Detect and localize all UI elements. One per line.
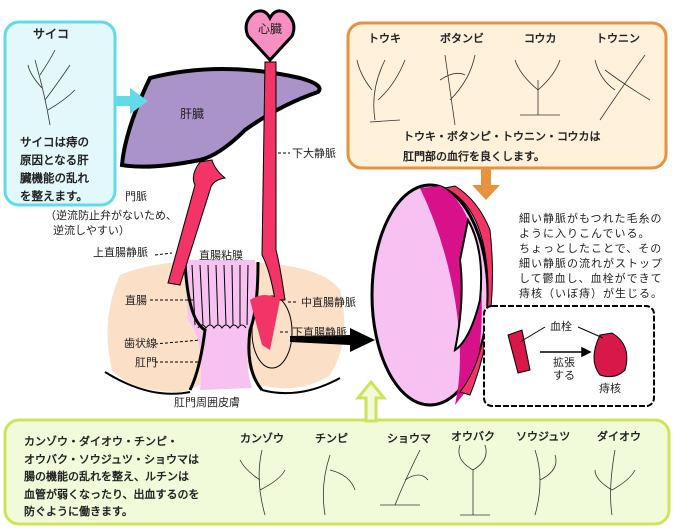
bottom-herbs-caption: カンゾウ・ダイオウ・チンピ・ オウバク・ソウジュツ・ショウマは 腸の機能の乱れを… xyxy=(24,433,200,521)
explain-line: 痔核（いぼ痔）が生じる。 xyxy=(519,287,663,300)
explain-line: ちょっとしたことで、その xyxy=(519,242,663,255)
label-superior-rectal-vein: 上直腸静脈 xyxy=(93,246,148,259)
caption-line: カンゾウ・ダイオウ・チンピ・ xyxy=(24,435,178,448)
caption-line: オウバク・ソウジュツ・ショウマは xyxy=(24,452,200,466)
label-liver: 肝臓 xyxy=(180,107,205,121)
saiko-line: 臓機能の乱れ xyxy=(20,171,89,185)
black-arrow xyxy=(290,328,375,352)
label-thrombus: 血栓 xyxy=(550,320,572,333)
caption-line: 腸の機能の乱れを整え、ルチンは xyxy=(24,470,189,483)
label-inferior-rectal-vein: 下直腸静脈 xyxy=(292,326,347,339)
saiko-box xyxy=(3,20,117,207)
caption-line: 防ぐように働きます。 xyxy=(24,505,133,518)
label-expand-1: 拡張 xyxy=(553,356,575,369)
liver xyxy=(119,67,322,169)
explain-line: 細い静脈がもつれた毛糸の xyxy=(519,212,663,225)
herb-name-touki: トウキ xyxy=(368,32,401,45)
caption-line: 血管が弱くなったり、出血するのを xyxy=(24,487,200,501)
explain-line: して鬱血し、血栓ができて xyxy=(519,272,663,285)
thrombus-vein xyxy=(507,329,531,374)
heart xyxy=(244,9,296,63)
vein-explanation: 細い静脈がもつれた毛糸の ように入りこんでいる。 ちょっとしたことで、その 細い… xyxy=(519,211,663,301)
label-portal-note-2: 逆流しやすい） xyxy=(53,224,130,237)
herb-name-soujutsu: ソウジュツ xyxy=(516,430,571,443)
herb-name-kouka: コウカ xyxy=(524,32,557,45)
herb-name-oubaku: オウバク xyxy=(451,430,495,443)
label-perianal-skin: 肛門周囲皮膚 xyxy=(174,396,240,409)
herb-name-shouma: ショウマ xyxy=(387,432,431,445)
label-portal-note-1: （逆流防止弁がないため、 xyxy=(45,209,177,222)
caption-line: トウキ・ボタンピ・トウニン・コウカは xyxy=(403,130,601,143)
label-heart: 心臓 xyxy=(258,22,283,36)
saiko-line: 原因となる肝 xyxy=(20,153,89,167)
saiko-line: サイコは痔の xyxy=(20,135,89,149)
herb-name-tounin: トウニン xyxy=(596,32,640,45)
label-anus: 肛門 xyxy=(135,356,157,369)
explain-line: 細い静脈の流れがストップ xyxy=(519,257,663,270)
herb-name-botanpi: ボタンビ xyxy=(440,32,484,45)
saiko-title: サイコ xyxy=(33,27,70,41)
label-portal-vein: 門脈 xyxy=(125,190,147,203)
inferior-vena-cava xyxy=(261,61,286,301)
saiko-line: を整えます。 xyxy=(20,189,88,203)
orange-arrow xyxy=(472,168,500,200)
caption-line: 肛門部の血行を良くします。 xyxy=(403,150,545,163)
herb-name-daiou: ダイオウ xyxy=(597,430,641,443)
label-rectal-mucosa: 直腸粘膜 xyxy=(199,249,243,262)
hemorrhoid-shape xyxy=(593,332,628,378)
green-arrow xyxy=(354,379,388,423)
top-herbs-caption: トウキ・ボタンピ・トウニン・コウカは 肛門部の血行を良くします。 xyxy=(403,127,601,167)
herb-name-kanzou: カンゾウ xyxy=(240,432,284,445)
label-ivc: 下大静脈 xyxy=(292,147,336,160)
saiko-description: サイコは痔の 原因となる肝 臓機能の乱れ を整えます。 xyxy=(20,133,89,205)
expand-arrow xyxy=(540,346,592,358)
orange-box xyxy=(346,21,668,170)
label-dentate-line: 歯状線 xyxy=(124,337,157,350)
cyan-arrow xyxy=(115,88,148,114)
explain-line: ように入りこんでいる。 xyxy=(519,227,651,240)
label-expand-2: する xyxy=(553,369,575,382)
portal-vein xyxy=(167,159,227,286)
label-rectum: 直腸 xyxy=(125,294,147,307)
herb-name-chinpi: チンピ xyxy=(315,432,348,445)
inset-box xyxy=(483,305,655,407)
label-hemorrhoid: 痔核 xyxy=(599,382,621,395)
label-middle-rectal-vein: 中直腸静脈 xyxy=(301,296,356,309)
